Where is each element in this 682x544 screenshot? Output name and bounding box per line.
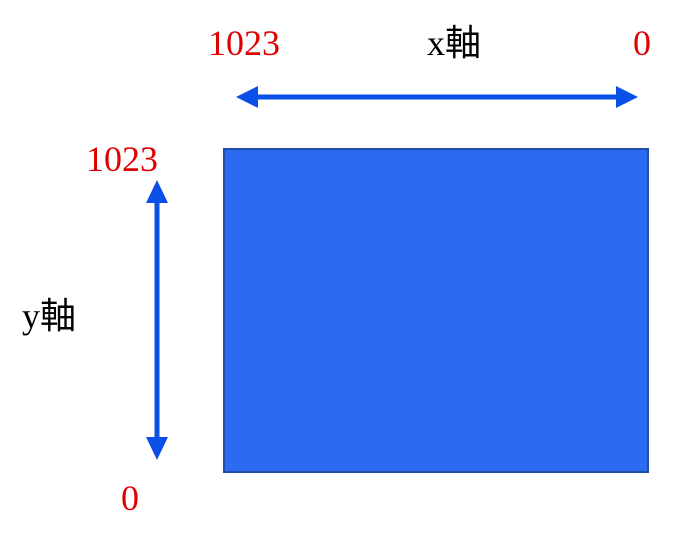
x-axis-max-label: 1023	[208, 23, 280, 63]
x-axis-name-label: x軸	[427, 23, 482, 63]
y-axis-arrowhead-bottom	[146, 437, 168, 460]
x-axis-arrowhead-left	[236, 86, 258, 108]
y-axis-min-label: 0	[121, 478, 139, 518]
x-axis-min-label: 0	[633, 23, 651, 63]
x-axis-arrow	[236, 86, 638, 108]
coordinate-area-rectangle	[223, 148, 649, 473]
y-axis-max-label: 1023	[86, 139, 158, 179]
y-axis-name-label: y軸	[22, 296, 77, 336]
y-axis-arrowhead-top	[146, 180, 168, 203]
x-axis-arrowhead-right	[616, 86, 638, 108]
y-axis-arrow	[146, 180, 168, 460]
